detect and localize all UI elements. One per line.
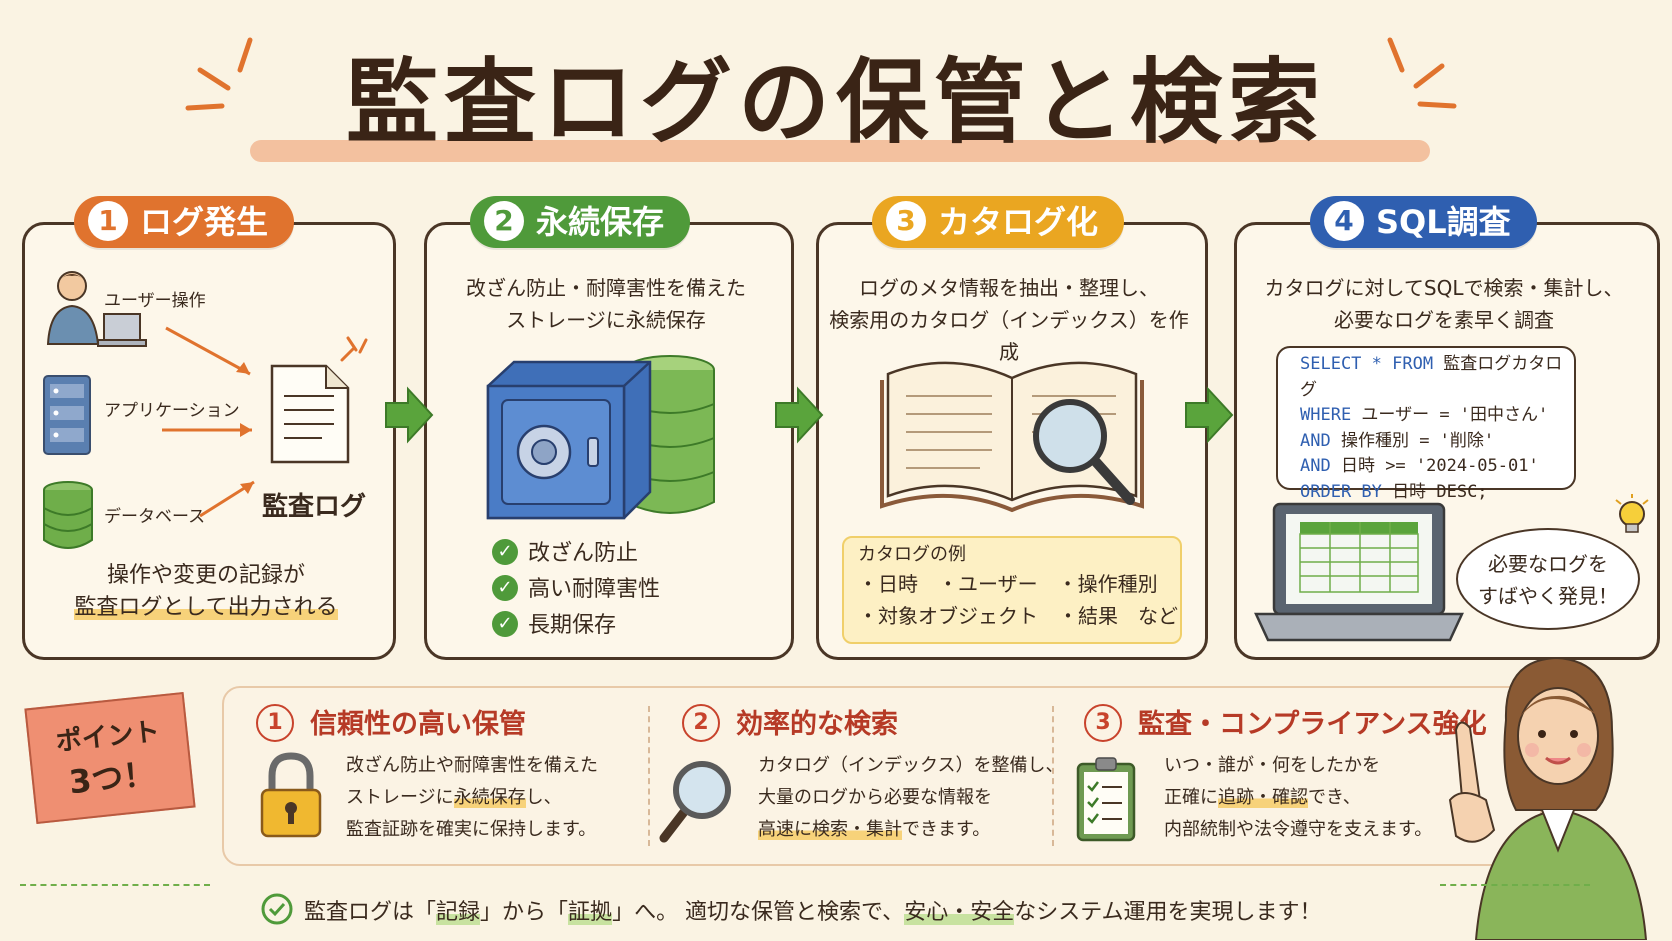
- laptop-icon: [97, 313, 147, 347]
- divider: [1052, 706, 1054, 846]
- magnifier-icon: [659, 761, 731, 843]
- step3-desc: ログのメタ情報を抽出・整理し、 検索用のカタログ（インデックス）を作成: [829, 276, 1189, 364]
- title-underline: [250, 140, 1430, 162]
- catalog-row: ・日時 ・ユーザー ・操作種別: [858, 572, 1158, 596]
- safe-storage-icon: [486, 355, 715, 520]
- check-circle-icon: [261, 893, 293, 925]
- flow-arrows: [162, 326, 255, 518]
- log-label: 監査ログ: [262, 492, 367, 522]
- user-icon: [46, 271, 100, 345]
- sql-line: AND 日時 >= '2024-05-01': [1300, 456, 1539, 476]
- footer-dash-left: [20, 884, 210, 886]
- sql-line: WHERE ユーザー = '田中さん': [1300, 405, 1549, 425]
- database-icon: [43, 481, 93, 549]
- sql-line: SELECT * FROM 監査ログカタログ: [1300, 354, 1563, 400]
- source-app-label: アプリケーション: [104, 401, 240, 421]
- laptop-table-icon: [1254, 502, 1464, 642]
- lightbulb-icon: [1615, 494, 1649, 533]
- catalog-title: カタログの例: [858, 544, 966, 565]
- step1-desc: 操作や変更の記録が 監査ログとして出力される: [74, 563, 338, 620]
- speech-bubble: 必要なログを すばやく発見！: [1456, 528, 1640, 630]
- padlock-icon: [260, 752, 322, 838]
- page-title: 監査ログの保管と検索: [345, 49, 1326, 156]
- sparkle-icon: [340, 336, 368, 362]
- catalog-example-box: カタログの例 ・日時 ・ユーザー ・操作種別 ・対象オブジェクト ・結果 など: [842, 536, 1182, 644]
- step2-desc: 改ざん防止・耐障害性を備えた ストレージに永続保存: [466, 276, 746, 332]
- step4-desc: カタログに対してSQLで検索・集計し、 必要なログを素早く調査: [1264, 276, 1624, 332]
- sql-line: ORDER BY 日時 DESC;: [1300, 481, 1488, 502]
- step2-checks: ✓改ざん防止 ✓高い耐障害性 ✓長期保存: [492, 536, 660, 644]
- sql-query-box: SELECT * FROM 監査ログカタログ WHERE ユーザー = '田中さ…: [1276, 346, 1576, 502]
- checklist-icon: [1076, 757, 1136, 842]
- divider: [648, 706, 650, 846]
- check-item: ✓改ざん防止: [492, 536, 660, 572]
- arrow-right-icon: [1185, 386, 1234, 444]
- point2-text: カタログ（インデックス）を整備し、 大量のログから必要な情報を 高速に検索・集計…: [758, 755, 1064, 840]
- arrow-right-icon: [385, 386, 434, 444]
- presenter-woman-icon: [1448, 656, 1648, 940]
- footer-dash-right: [1440, 884, 1590, 886]
- step2-card: [424, 222, 794, 660]
- source-user-label: ユーザー操作: [104, 291, 206, 311]
- sparkle-left-icon: [185, 37, 253, 111]
- check-item: ✓長期保存: [492, 608, 660, 644]
- footer-message: 監査ログは「記録」から「証拠」へ。 適切な保管と検索で、安心・安全なシステム運用…: [304, 900, 1322, 925]
- sql-line: AND 操作種別 = '削除': [1300, 430, 1495, 451]
- point1-text: 改ざん防止や耐障害性を備えた ストレージに永続保存し、 監査証跡を確実に保持しま…: [346, 755, 598, 840]
- book-magnifier-icon: [880, 361, 1144, 513]
- point3-text: いつ・誰が・何をしたかを 正確に追跡・確認でき、 内部統制や法令遵守を支えます。: [1164, 755, 1433, 840]
- arrow-right-icon: [775, 386, 824, 444]
- source-db-label: データベース: [104, 507, 206, 527]
- document-icon: [270, 364, 350, 464]
- check-item: ✓高い耐障害性: [492, 572, 660, 608]
- server-icon: [43, 375, 91, 455]
- sparkle-right-icon: [1387, 37, 1457, 109]
- points-ribbon: ポイント 3つ！: [24, 691, 196, 825]
- catalog-row: ・対象オブジェクト ・結果 など: [858, 604, 1178, 628]
